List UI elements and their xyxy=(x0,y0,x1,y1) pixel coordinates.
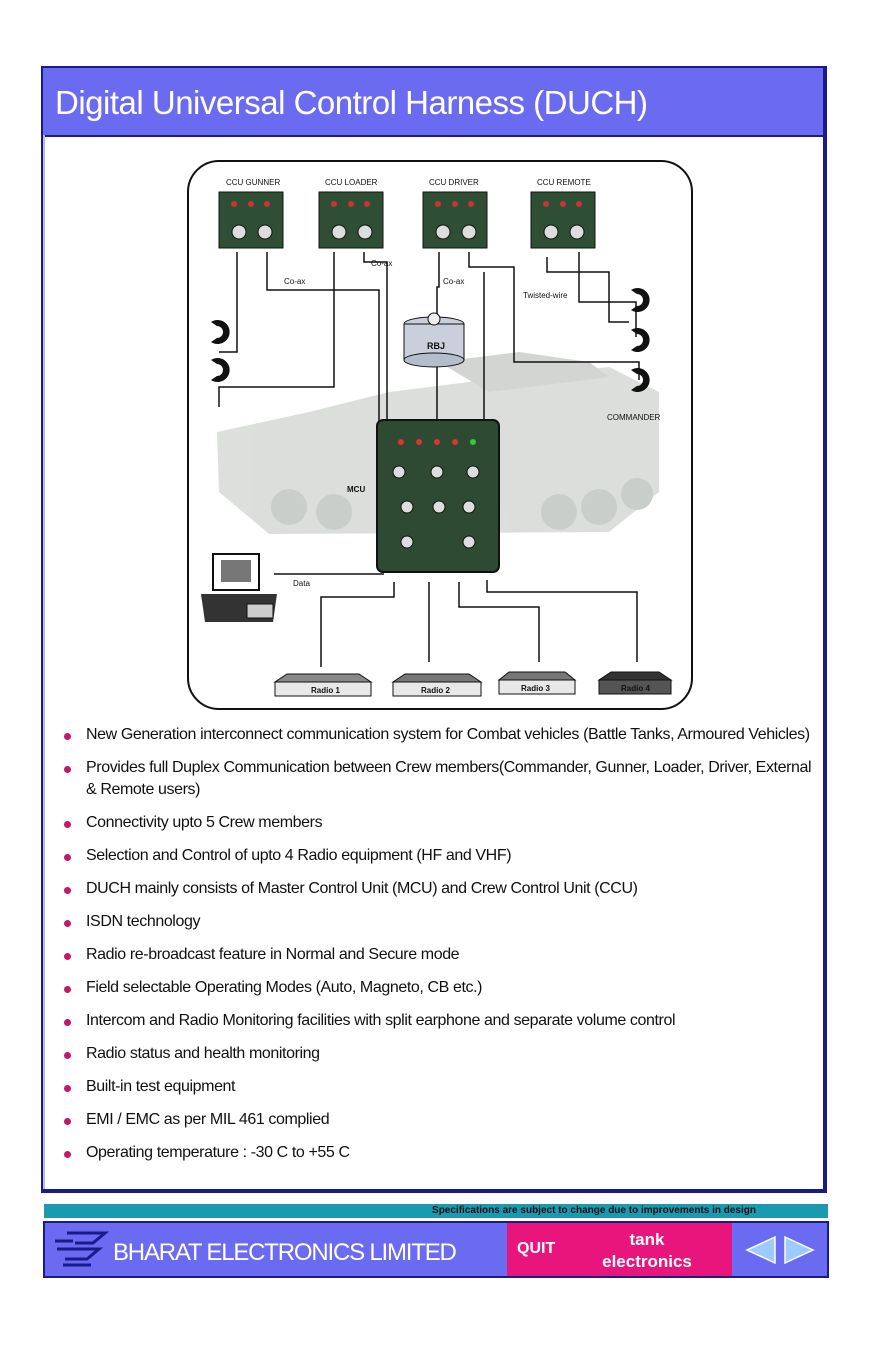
radio-2-label: Radio 2 xyxy=(421,686,450,695)
page-title: Digital Universal Control Harness (DUCH) xyxy=(55,84,648,121)
feature-item: Connectivity upto 5 Crew members xyxy=(64,812,824,834)
brand-line-2: electronics xyxy=(602,1252,692,1271)
radio-3: Radio 3 xyxy=(497,671,577,695)
computer-icon xyxy=(201,553,277,622)
headset-icon xyxy=(631,328,650,352)
ccu-remote: CCU REMOTE xyxy=(530,178,596,249)
radio-3-label: Radio 3 xyxy=(521,684,550,693)
bullet-icon xyxy=(64,1151,71,1158)
feature-item: Selection and Control of upto 4 Radio eq… xyxy=(64,845,824,867)
bullet-icon xyxy=(64,1085,71,1092)
bullet-icon xyxy=(64,821,71,828)
bullet-icon xyxy=(64,920,71,927)
feature-item: Radio re-broadcast feature in Normal and… xyxy=(64,944,824,966)
bullet-icon xyxy=(64,1118,71,1125)
headset-icon xyxy=(631,368,650,392)
disclaimer-bar: Specifications are subject to change due… xyxy=(44,1204,828,1218)
bullet-icon xyxy=(64,733,71,740)
mcu-label: MCU xyxy=(347,485,365,494)
brand-label: tank electronics xyxy=(587,1229,707,1273)
radio-2: Radio 2 xyxy=(391,673,483,697)
company-name: BHARAT ELECTRONICS LIMITED xyxy=(113,1239,457,1266)
feature-item: Field selectable Operating Modes (Auto, … xyxy=(64,977,824,999)
feature-item: Built-in test equipment xyxy=(64,1076,824,1098)
bullet-icon xyxy=(64,1052,71,1059)
feature-item: Radio status and health monitoring xyxy=(64,1043,824,1065)
coax-label-3: Co-ax xyxy=(443,277,464,286)
rbj-unit: RBJ xyxy=(403,312,465,368)
next-page-icon[interactable] xyxy=(783,1235,815,1265)
quit-panel: QUIT tank electronics xyxy=(507,1223,732,1276)
disclaimer-text: Specifications are subject to change due… xyxy=(432,1205,756,1216)
headset-icon xyxy=(211,320,230,344)
headset-icons xyxy=(211,288,650,392)
feature-item: Provides full Duplex Communication betwe… xyxy=(64,757,824,801)
ccu-loader-label: CCU LOADER xyxy=(325,178,378,187)
footer-bar: BHARAT ELECTRONICS LIMITED QUIT tank ele… xyxy=(43,1221,829,1278)
twisted-wire-label: Twisted-wire xyxy=(523,291,568,300)
quit-button[interactable]: QUIT xyxy=(517,1240,556,1257)
previous-page-icon[interactable] xyxy=(745,1235,777,1265)
radio-4-label: Radio 4 xyxy=(621,684,650,693)
title-bar: Digital Universal Control Harness (DUCH) xyxy=(43,68,823,137)
feature-item: EMI / EMC as per MIL 461 complied xyxy=(64,1109,824,1131)
bel-logo-icon xyxy=(55,1231,109,1267)
rbj-label: RBJ xyxy=(427,341,445,351)
bullet-icon xyxy=(64,953,71,960)
brand-line-1: tank xyxy=(629,1230,665,1249)
radio-1: Radio 1 xyxy=(273,673,373,697)
headset-icon xyxy=(211,358,230,382)
page-navigation xyxy=(745,1235,823,1265)
coax-label-1: Co-ax xyxy=(284,277,305,286)
bullet-icon xyxy=(64,887,71,894)
feature-item: New Generation interconnect communicatio… xyxy=(64,724,824,746)
ccu-driver-label: CCU DRIVER xyxy=(429,178,479,187)
ccu-gunner-label: CCU GUNNER xyxy=(226,178,280,187)
bullet-icon xyxy=(64,766,71,773)
diagram-canvas: Co-ax Co-ax Co-ax Twisted-wire Data CCU … xyxy=(201,178,673,697)
commander-label: COMMANDER xyxy=(607,413,661,422)
bullet-icon xyxy=(64,986,71,993)
headset-icon xyxy=(631,288,650,312)
ccu-remote-label: CCU REMOTE xyxy=(537,178,591,187)
feature-list: New Generation interconnect communicatio… xyxy=(64,724,824,1175)
radio-1-label: Radio 1 xyxy=(311,686,340,695)
radio-4: Radio 4 xyxy=(597,671,673,695)
data-label: Data xyxy=(293,579,310,588)
coax-label-2: Co-ax xyxy=(371,259,392,268)
feature-item: ISDN technology xyxy=(64,911,824,933)
cable-lines xyxy=(218,252,640,667)
ccu-gunner: CCU GUNNER xyxy=(218,178,284,249)
feature-item: DUCH mainly consists of Master Control U… xyxy=(64,878,824,900)
feature-item: Intercom and Radio Monitoring facilities… xyxy=(64,1010,824,1032)
ccu-driver: CCU DRIVER xyxy=(422,178,488,249)
frame-divider xyxy=(43,135,45,1189)
feature-item: Operating temperature : -30 C to +55 C xyxy=(64,1142,824,1164)
bullet-icon xyxy=(64,1019,71,1026)
bullet-icon xyxy=(64,854,71,861)
ccu-loader: CCU LOADER xyxy=(318,178,384,249)
mcu-unit: MCU xyxy=(347,419,500,573)
system-diagram: Co-ax Co-ax Co-ax Twisted-wire Data CCU … xyxy=(187,160,693,710)
